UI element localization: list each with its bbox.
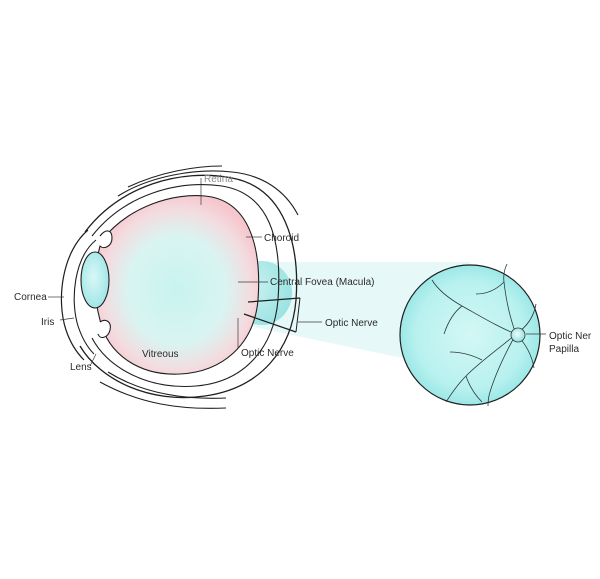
label-optic-nerve-bottom: Optic Nerve	[241, 348, 294, 359]
optic-nerve-tube	[243, 297, 301, 333]
optic-nerve-end	[295, 297, 301, 333]
cornea-outline	[60, 229, 89, 361]
iris-upper	[99, 230, 113, 249]
sclera-outline	[79, 174, 298, 399]
sclera-top-line-1	[117, 170, 299, 216]
iris-lower	[97, 319, 111, 339]
label-retina: Retina	[204, 174, 233, 185]
label-cornea: Cornea	[14, 292, 47, 303]
label-vitreous: Vitreous	[142, 349, 179, 360]
sclera-bottom-line-2	[99, 381, 227, 409]
label-choroid: Choroid	[264, 233, 299, 244]
fundus-magnified-circle	[399, 264, 541, 406]
sclera-top-line-2	[127, 165, 223, 188]
sclera-bottom-line-1	[107, 371, 227, 399]
cornea-inner	[73, 239, 97, 355]
label-central-fovea: Central Fovea (Macula)	[270, 277, 374, 288]
vitreous-body	[94, 195, 260, 375]
label-optic-nerve-papilla-2: Papilla	[549, 344, 579, 355]
lens	[80, 251, 110, 309]
optic-nerve-papilla	[510, 327, 526, 343]
label-lens: Lens	[70, 362, 92, 373]
leader-lines	[48, 178, 546, 367]
label-optic-nerve-papilla-1: Optic Ner	[549, 331, 592, 342]
label-iris: Iris	[41, 317, 54, 328]
label-optic-nerve-right: Optic Nerve	[325, 318, 378, 329]
